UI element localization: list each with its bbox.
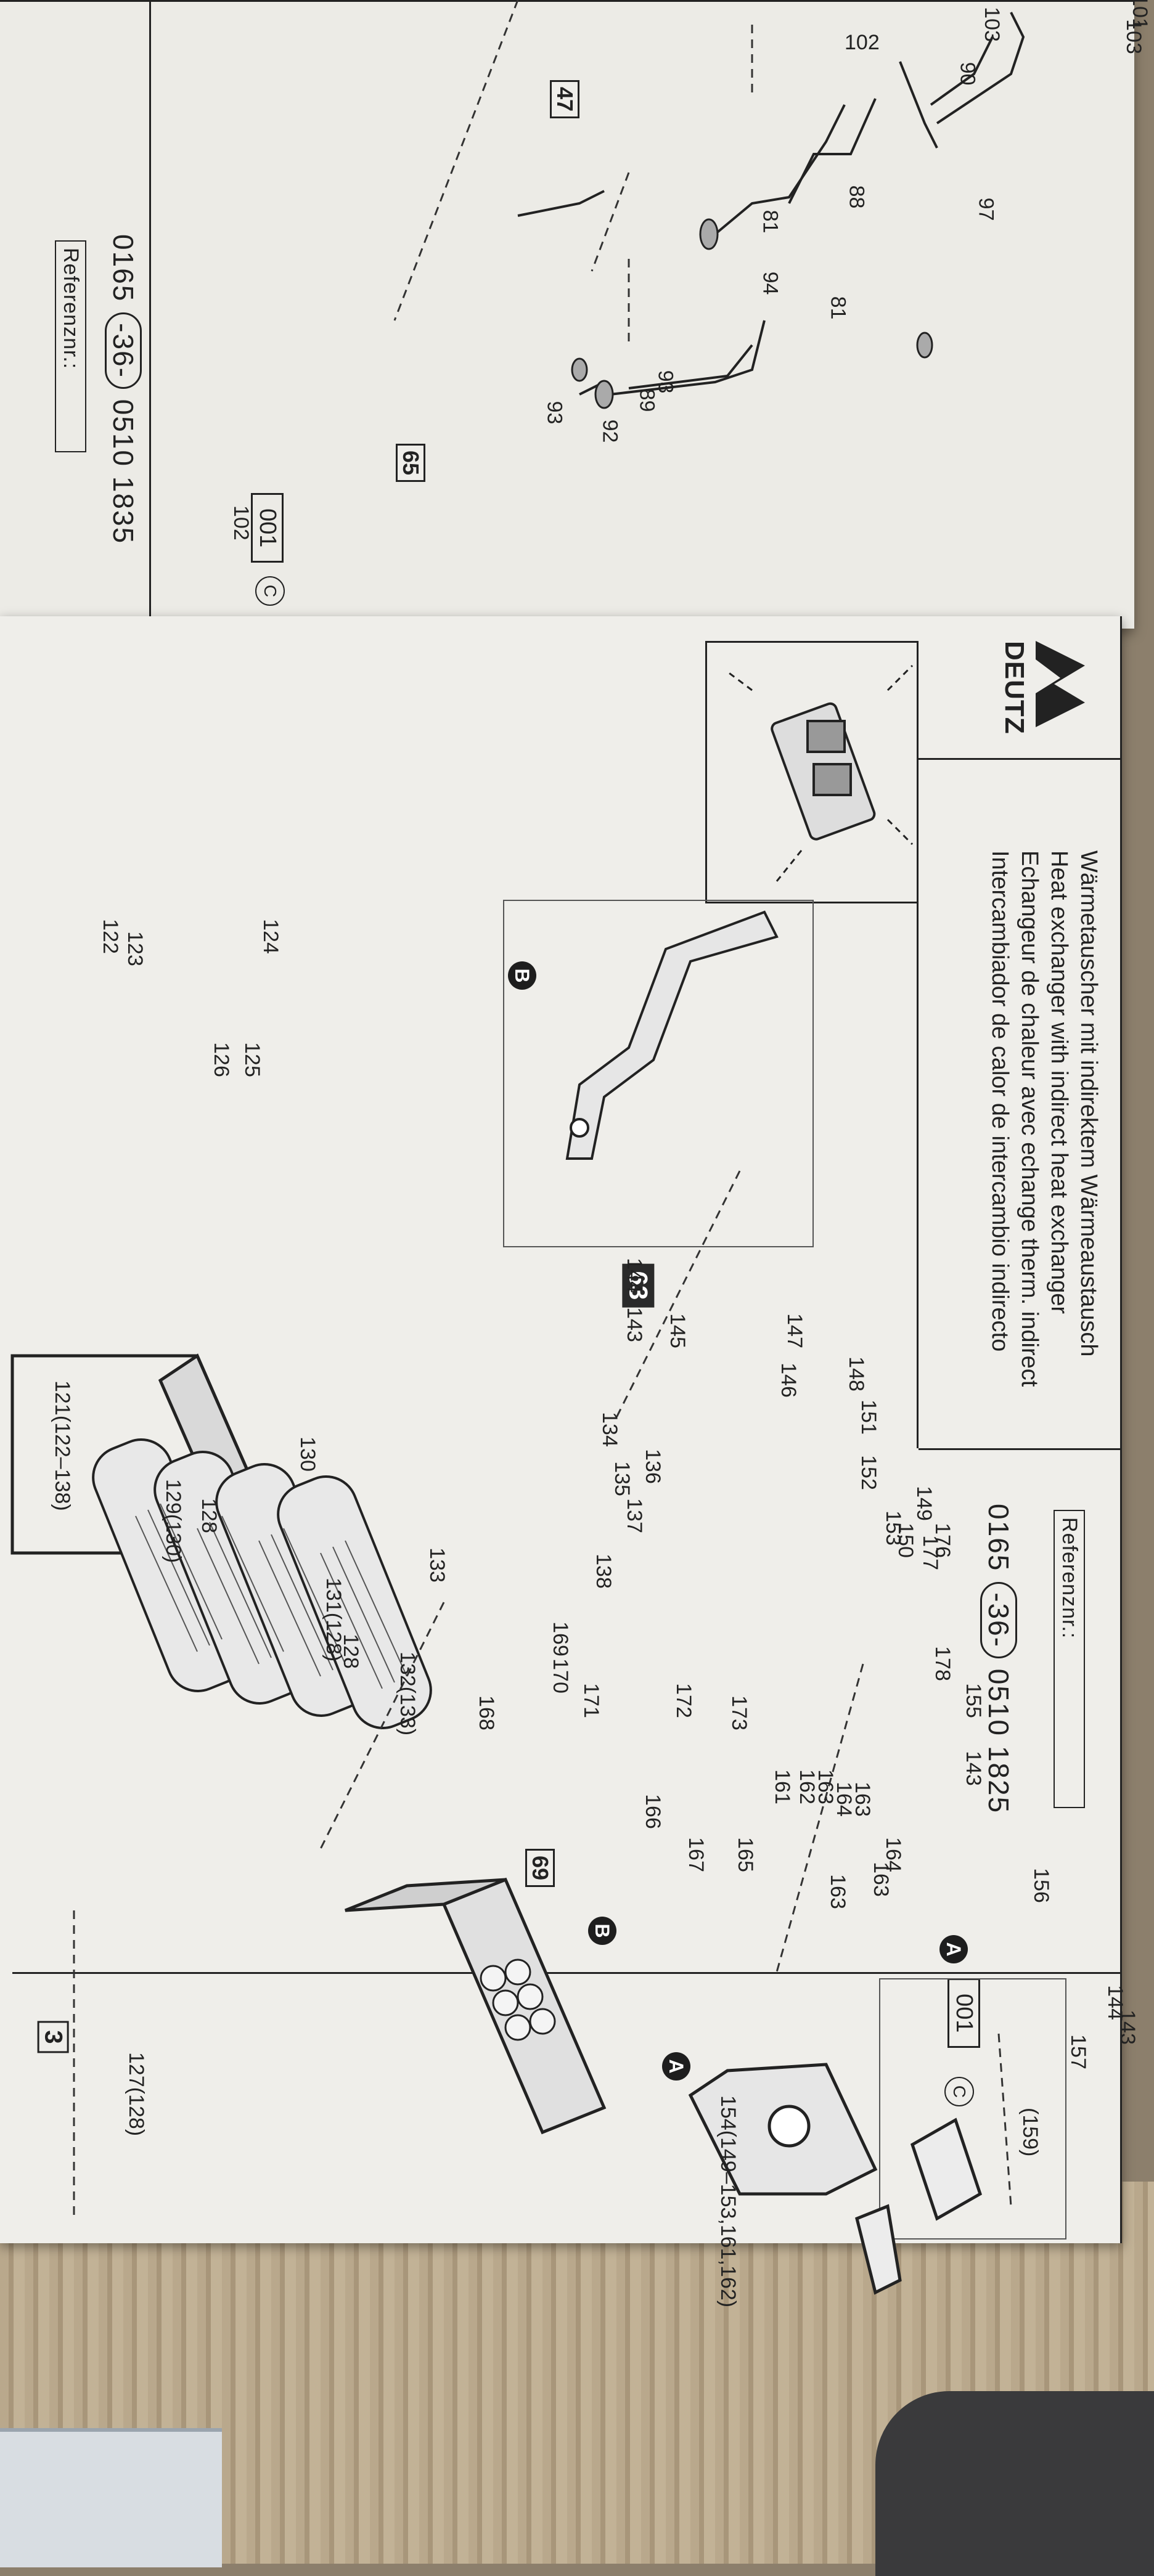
part-label: 166 [640,1794,665,1829]
part-label: 172 [671,1683,695,1718]
part-label: 89 [635,388,659,412]
corner-number: 3 [37,2021,69,2053]
marker-a-outlet: A [939,1935,968,1963]
part-label: 102 [845,31,880,54]
part-label: 97 [974,197,998,221]
part-label: 176 [930,1523,954,1558]
part-label: 134 [597,1412,621,1447]
part-label: 102 [229,505,253,540]
marker-a: A [662,2052,690,2081]
page-reference-65: 65 [396,444,425,483]
paper-sheet-corner [0,2428,222,2567]
part-label: 144 [622,1258,646,1293]
part-label: 138 [591,1554,615,1589]
part-label: 88 [845,185,869,209]
part-label: 128 [338,1634,362,1669]
marker-b-detail: B [508,961,536,990]
part-label: 124 [258,919,282,954]
reference-number: 0165 -36- 0510 1835 [105,234,142,544]
part-label: 148 [844,1356,868,1392]
reference-label-box: Referenznr.: [55,240,86,452]
part-label: 137 [622,1498,646,1533]
page-reference-69: 69 [525,1849,555,1888]
group-label-129: 129(130) [162,1479,185,1563]
part-label: 151 [856,1400,880,1435]
part-label: 143 [961,1751,985,1786]
reference-suffix: 0510 1835 [107,399,139,545]
part-label: 125 [240,1042,264,1077]
part-label: 164 [881,1837,905,1872]
part-label: 126 [209,1042,233,1077]
exploded-view-drawing [10,664,1012,2295]
reference-circled: -36- [105,312,142,389]
reference-prefix: 0165 [107,234,139,303]
marker-b: B [588,1917,616,1945]
part-label: 135 [610,1461,634,1496]
part-label: 101 [1127,0,1152,30]
main-page-content: DEUTZ Wärmetauscher mit indirektem Wärme… [0,616,1122,2307]
group-label-127: 127(128) [125,2052,148,2137]
group-label-132: 132(133) [396,1652,419,1736]
part-label: 136 [640,1449,665,1484]
part-label: 152 [856,1455,880,1490]
pipes-drawing [393,0,1025,409]
part-label: 168 [474,1695,498,1730]
reference-label: Referenznr.: [59,248,83,370]
part-label: 156 [1029,1868,1053,1903]
page-reference-47: 47 [550,80,579,119]
group-label-121: 121(122–138) [51,1380,74,1511]
part-label: 170 [548,1658,572,1694]
part-label: 128 [197,1498,221,1533]
frame-line [149,0,151,629]
part-label: 146 [776,1363,800,1398]
part-label: 143 [1115,2010,1139,2045]
part-label: 171 [579,1683,603,1718]
previous-page-content: Referenznr.: 0165 -36- 0510 1835 001 C [0,0,1134,629]
part-label: 130 [295,1437,319,1472]
part-label: 169 [548,1621,572,1657]
part-label: 163 [850,1782,874,1817]
part-label: 81 [758,210,782,234]
part-label: 157 [1066,2034,1090,2069]
part-label: 149 [912,1486,936,1521]
part-label: 133 [425,1547,449,1583]
part-label: 161 [770,1769,794,1804]
previous-page: Referenznr.: 0165 -36- 0510 1835 001 C [0,0,1152,629]
part-label: 122 [98,919,122,954]
dark-object [875,2391,1154,2576]
part-label: 143 [622,1307,646,1342]
part-label: 167 [684,1837,708,1872]
part-label: 92 [598,419,622,443]
part-label: 163 [825,1874,849,1909]
part-label: 150 [893,1523,917,1558]
main-page: DEUTZ Wärmetauscher mit indirektem Wärme… [0,616,1122,2307]
part-label: 145 [665,1313,689,1348]
part-label: 165 [733,1837,757,1872]
part-label: 90 [956,62,980,86]
part-label: 173 [727,1695,751,1730]
group-label-159: (159) [1018,2108,1042,2157]
part-label: 178 [930,1646,954,1681]
group-label-154: 154(149–153,161,162) [716,2095,740,2308]
part-label: 155 [961,1683,985,1718]
part-label: 103 [980,7,1004,42]
part-label: 147 [782,1313,806,1348]
deutz-logo-icon [1036,641,1085,727]
part-label: 93 [542,401,567,425]
part-label: 94 [758,271,782,295]
part-label: 81 [826,296,850,320]
part-label: 123 [123,931,147,966]
